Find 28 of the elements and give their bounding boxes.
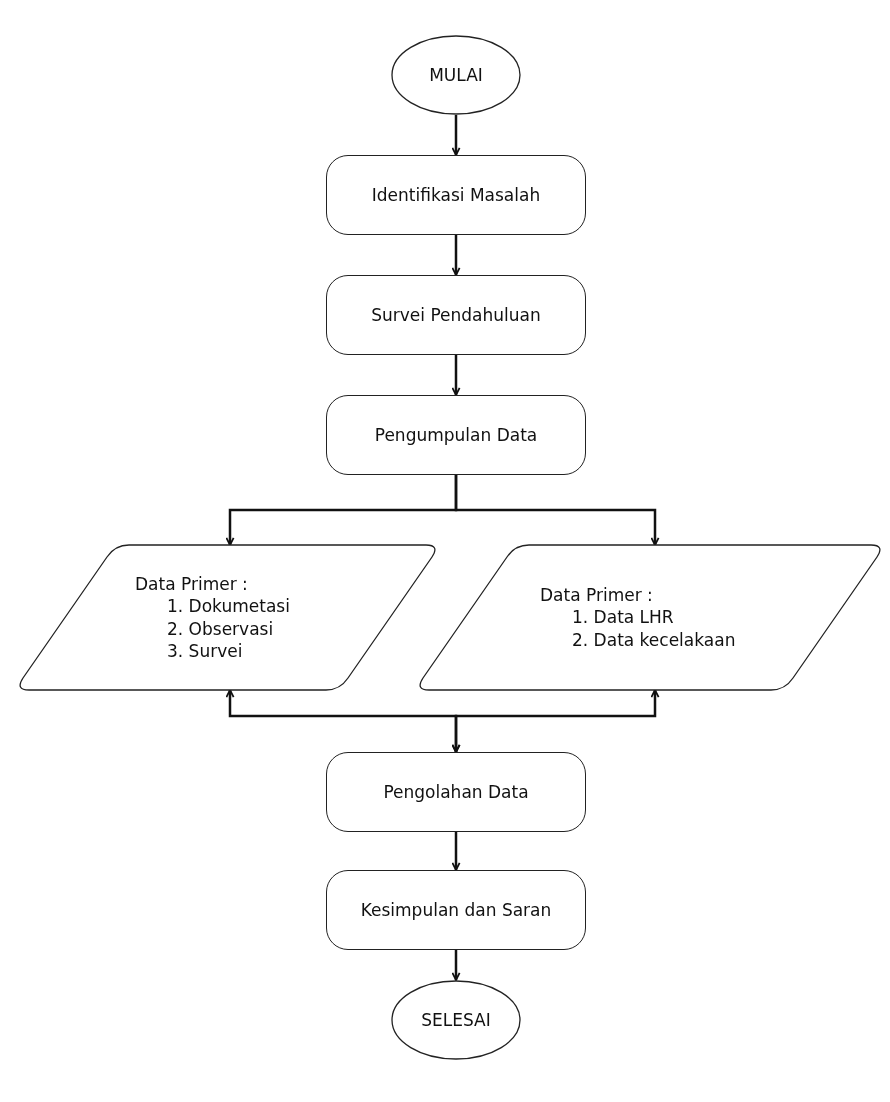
arrow [454,475,660,546]
node-label: MULAI [429,63,483,87]
arrow [451,355,461,396]
list-item: 3. Survei [166,639,243,662]
arrow [451,115,461,156]
process-box [326,275,586,355]
process-box [326,395,586,475]
list-item: 1. Data LHR [571,606,674,629]
list-item: 2. Observasi [166,617,274,640]
node-label: Pengolahan Data [383,780,529,804]
list-item: 2. Data kecelakaan [571,628,736,651]
terminator-ellipse [391,980,521,1060]
list-heading: Data Primer : [540,584,653,607]
node-label: SELESAI [421,1008,491,1032]
node-label: Survei Pendahuluan [371,303,541,327]
arrow [451,689,660,753]
list-heading: Data Primer : [135,573,248,596]
terminator-ellipse [391,35,521,115]
node-label: Kesimpulan dan Saran [360,898,552,922]
arrow [451,235,461,276]
process-box [326,752,586,832]
process-box [326,155,586,235]
arrow [451,950,461,981]
list-item: 1. Dokumetasi [166,595,290,618]
arrow [451,832,461,871]
node-label: Pengumpulan Data [374,423,538,447]
process-box [326,870,586,950]
node-label: Identifikasi Masalah [371,183,541,207]
